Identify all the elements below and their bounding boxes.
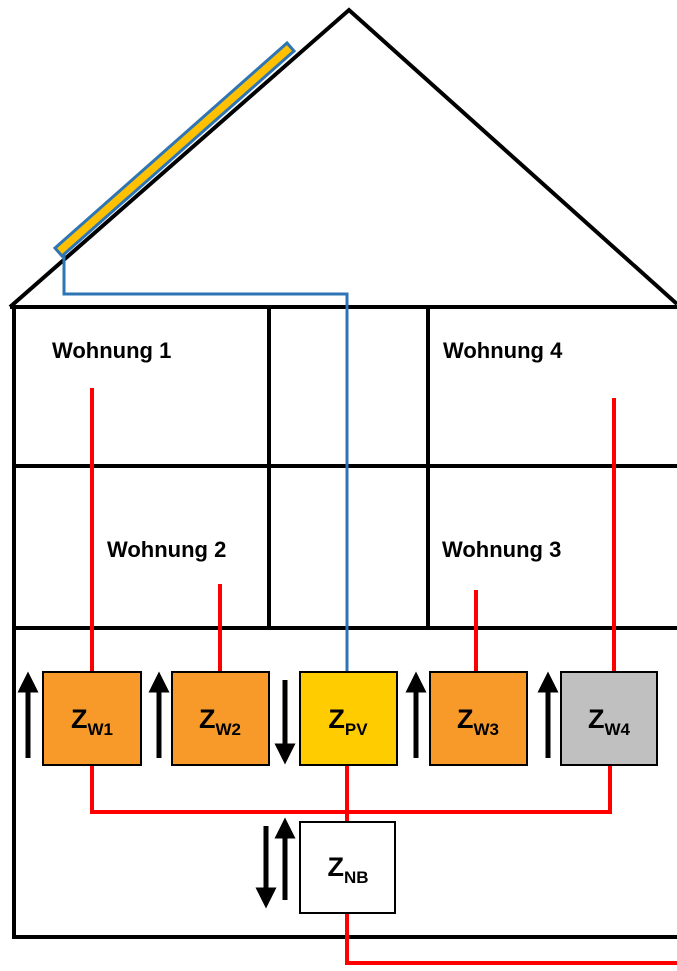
meter-symbol: Z	[327, 852, 344, 882]
meter-id: W1	[88, 720, 114, 739]
apartment-label-2: Wohnung 2	[107, 537, 226, 562]
building-walls	[10, 305, 677, 939]
solar-panel-icon	[52, 40, 297, 259]
power-lines	[90, 388, 677, 965]
meter-id: W4	[605, 720, 631, 739]
apartment-label-3: Wohnung 3	[442, 537, 561, 562]
meter-symbol: Z	[328, 704, 345, 734]
meter-symbol: Z	[199, 704, 216, 734]
roof-outline	[8, 7, 677, 309]
meter-w4: ZW4	[560, 671, 658, 766]
meter-id: PV	[345, 720, 368, 739]
pv-feed-line	[62, 255, 349, 672]
meter-pv: ZPV	[299, 671, 398, 766]
svg-text:ZW1: ZW1	[71, 704, 113, 739]
flow-arrows	[17, 671, 559, 909]
svg-text:ZNB: ZNB	[327, 852, 368, 887]
svg-text:ZW3: ZW3	[457, 704, 499, 739]
apartment-label-1: Wohnung 1	[52, 338, 171, 363]
meter-id: W2	[216, 720, 242, 739]
meter-grid: ZNB	[299, 821, 396, 914]
svg-text:ZW2: ZW2	[199, 704, 241, 739]
svg-text:ZW4: ZW4	[588, 704, 631, 739]
svg-text:ZPV: ZPV	[328, 704, 368, 739]
meter-symbol: Z	[588, 704, 605, 734]
meter-id: W3	[474, 720, 500, 739]
meter-symbol: Z	[71, 704, 88, 734]
meter-w3: ZW3	[429, 671, 528, 766]
apartment-label-4: Wohnung 4	[443, 338, 563, 363]
meter-w1: ZW1	[42, 671, 142, 766]
meter-symbol: Z	[457, 704, 474, 734]
meter-id: NB	[344, 868, 369, 887]
meter-w2: ZW2	[171, 671, 270, 766]
